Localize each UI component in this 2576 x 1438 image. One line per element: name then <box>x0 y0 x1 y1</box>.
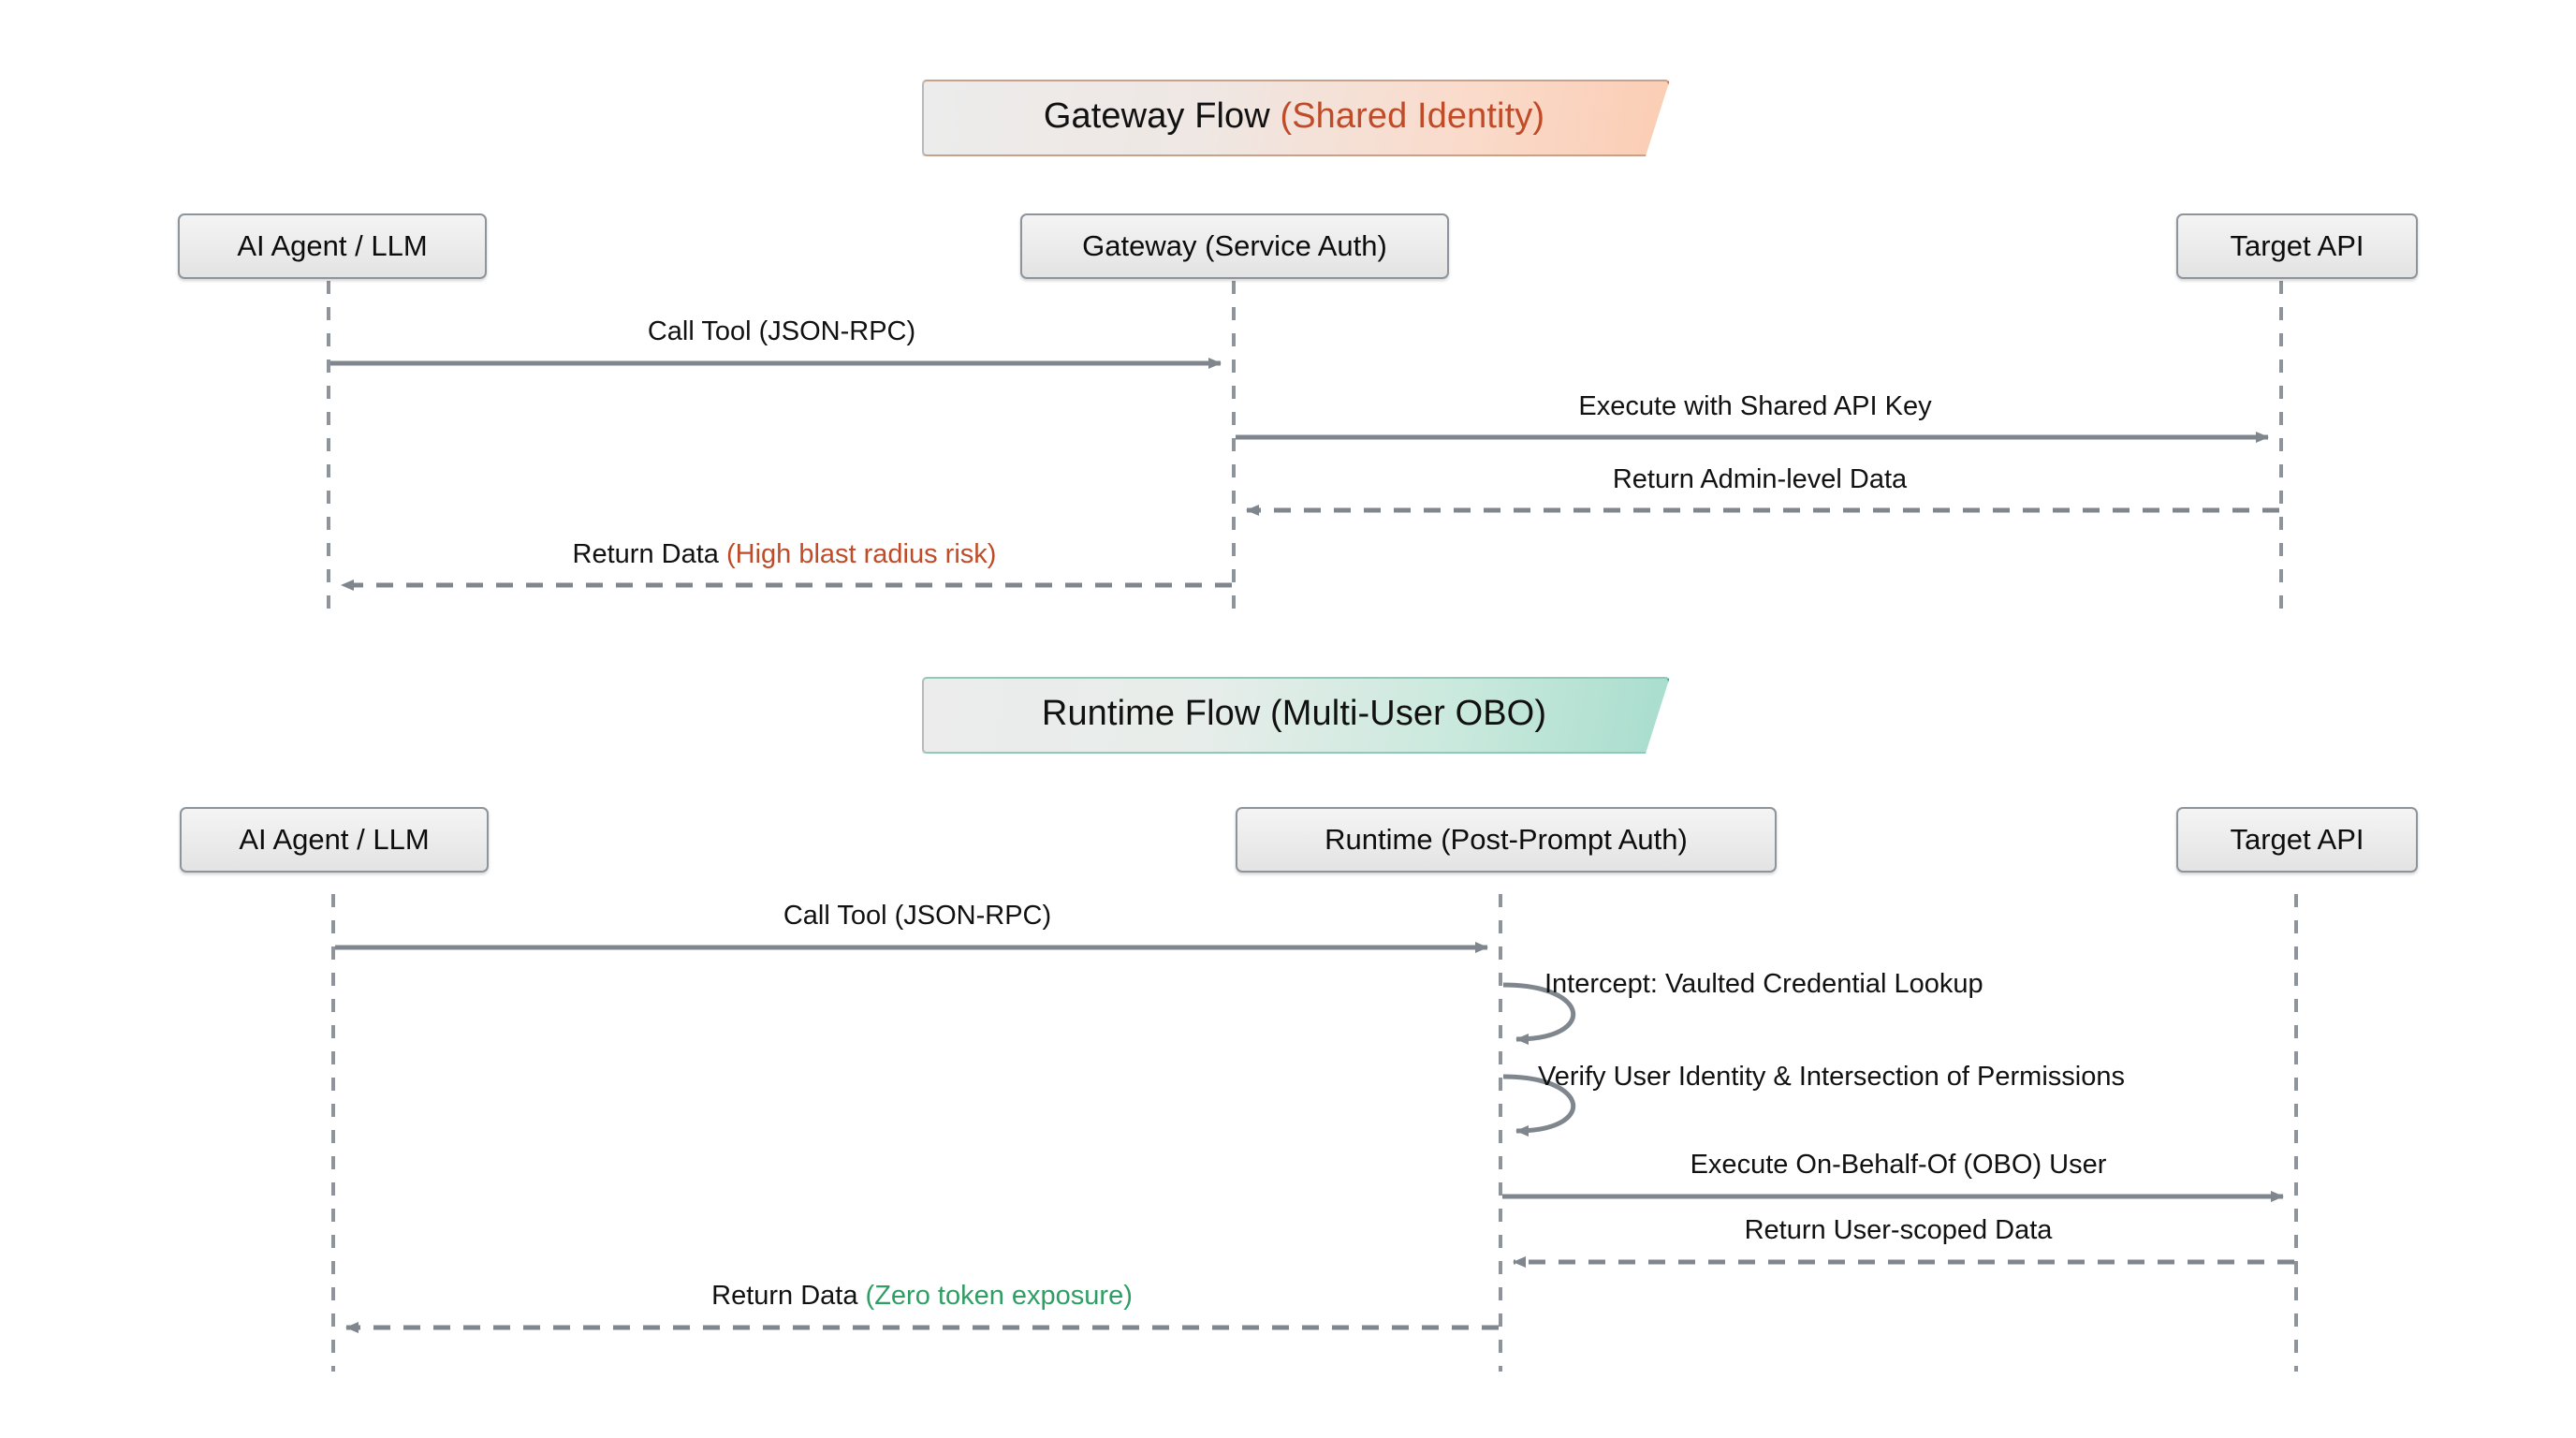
participant-runtime-agent[interactable]: AI Agent / LLM <box>180 807 489 873</box>
section-banner-gateway: Gateway Flow (Shared Identity) <box>922 80 1666 153</box>
banner-text-gateway: Gateway Flow (Shared Identity) <box>1044 96 1544 137</box>
message-label-text: Return Data <box>711 1281 866 1311</box>
participant-label: Gateway (Service Auth) <box>1082 229 1387 262</box>
message-label-accent: (High blast radius risk) <box>725 539 997 569</box>
participant-label: Target API <box>2230 823 2364 856</box>
banner-text-plain-gateway: Gateway Flow <box>1043 95 1281 136</box>
participant-runtime-runtime[interactable]: Runtime (Post-Prompt Auth) <box>1236 807 1777 873</box>
message-label-g2: Execute with Shared API Key <box>1578 391 1931 422</box>
participant-gateway-agent[interactable]: AI Agent / LLM <box>178 213 487 279</box>
banner-text-accent-gateway: (Shared Identity) <box>1280 95 1545 136</box>
message-label-r6: Return Data (Zero token exposure) <box>711 1281 1133 1312</box>
message-label-r1: Call Tool (JSON-RPC) <box>783 901 1051 932</box>
participant-gateway-gateway[interactable]: Gateway (Service Auth) <box>1020 213 1449 279</box>
banner-text-plain-runtime: Runtime Flow (Multi-User OBO) <box>1041 693 1547 733</box>
participant-label: AI Agent / LLM <box>239 823 430 856</box>
participant-gateway-target[interactable]: Target API <box>2176 213 2418 279</box>
message-label-g4: Return Data (High blast radius risk) <box>573 539 997 570</box>
message-label-text: Execute On-Behalf-Of (OBO) User <box>1690 1150 2107 1180</box>
message-label-g3: Return Admin-level Data <box>1613 464 1907 495</box>
message-label-text: Verify User Identity & Intersection of P… <box>1538 1062 2125 1092</box>
section-banner-runtime: Runtime Flow (Multi-User OBO) <box>922 677 1666 750</box>
message-label-text: Execute with Shared API Key <box>1578 391 1932 421</box>
message-label-text: Return User-scoped Data <box>1744 1215 2053 1245</box>
participant-runtime-target[interactable]: Target API <box>2176 807 2418 873</box>
banner-shape-runtime <box>922 677 1670 754</box>
lifelines-runtime <box>331 894 2298 1372</box>
message-label-text: Call Tool (JSON-RPC) <box>647 316 916 346</box>
participant-label: Runtime (Post-Prompt Auth) <box>1325 823 1688 856</box>
banner-text-runtime: Runtime Flow (Multi-User OBO) <box>1042 694 1546 734</box>
message-label-r4: Execute On-Behalf-Of (OBO) User <box>1690 1150 2107 1181</box>
message-label-r2: Intercept: Vaulted Credential Lookup <box>1544 969 1983 1000</box>
participant-label: AI Agent / LLM <box>237 229 428 262</box>
banner-shape-gateway <box>922 80 1670 156</box>
message-label-accent: (Zero token exposure) <box>865 1281 1133 1311</box>
message-label-g1: Call Tool (JSON-RPC) <box>648 316 915 347</box>
message-label-r3: Verify User Identity & Intersection of P… <box>1538 1062 2125 1093</box>
message-label-text: Return Data <box>572 539 726 569</box>
participant-label: Target API <box>2230 229 2364 262</box>
message-label-text: Return Admin-level Data <box>1612 464 1908 494</box>
message-label-text: Intercept: Vaulted Credential Lookup <box>1544 969 1983 999</box>
message-label-text: Call Tool (JSON-RPC) <box>783 901 1052 931</box>
message-label-r5: Return User-scoped Data <box>1745 1215 2053 1246</box>
